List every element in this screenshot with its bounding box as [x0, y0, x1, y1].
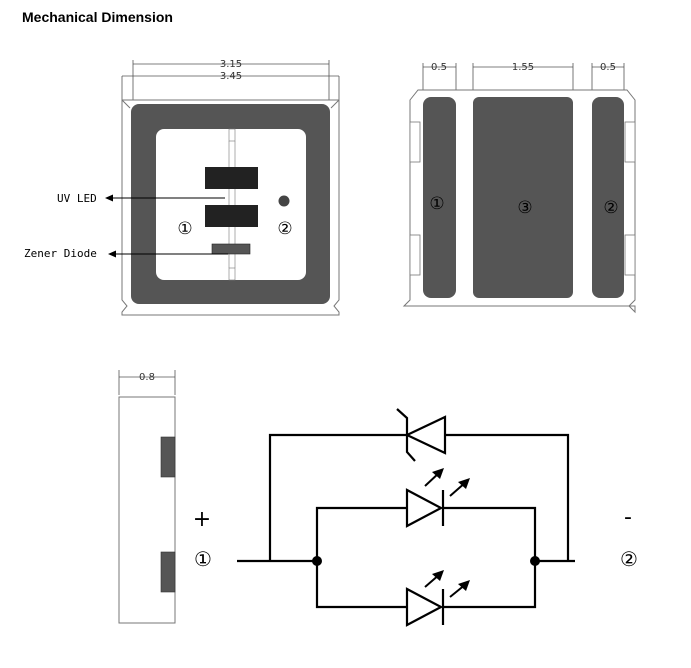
led-chip-1: [205, 167, 258, 189]
zener-diode-symbol: [396, 408, 447, 462]
wire-zener-left: [268, 433, 407, 561]
notch-right-top: [624, 121, 636, 163]
side-view: 0.8: [118, 370, 176, 624]
zener-triangle: [404, 415, 447, 455]
zener-arrowhead: [108, 250, 116, 258]
uv-led-label: UV LED: [57, 192, 97, 205]
led2-ray-2-head: [458, 580, 470, 591]
led-chip-2: [205, 205, 258, 227]
dim-left-label: 0.5: [431, 62, 447, 73]
junction-right: [530, 556, 540, 566]
circuit-schematic: [237, 433, 575, 609]
lead-tab-bottom: [228, 267, 236, 281]
side-lead-bottom: [160, 551, 176, 593]
polarity-dot: [278, 195, 290, 207]
led1-triangle: [405, 488, 444, 528]
led-symbol-1: [405, 468, 470, 528]
side-lead-top: [160, 436, 176, 478]
wire-led2-left: [315, 561, 407, 609]
zener-bar: [396, 408, 416, 462]
dim-center-label: 1.55: [512, 62, 534, 73]
zener-label: Zener Diode: [24, 247, 97, 260]
circuit-pin1-label: ①: [194, 547, 212, 571]
top-pin1-label: ①: [177, 219, 192, 239]
bottom-view: 0.5 1.55 0.5 ① ③ ②: [402, 62, 636, 314]
top-pin2-label: ②: [277, 219, 292, 239]
dim-outer-label: 3.45: [220, 71, 242, 82]
page-title: Mechanical Dimension: [22, 9, 173, 25]
pad1-label: ①: [429, 194, 444, 214]
led1-ray-2-head: [458, 478, 470, 489]
wire-zener-right: [445, 433, 570, 561]
wire-led2-right: [443, 561, 537, 609]
lead-tab-top: [228, 128, 236, 142]
uv-led-arrowhead: [105, 194, 113, 202]
circuit-pin2-label: ②: [620, 547, 638, 571]
led1-ray-1-head: [432, 468, 444, 479]
led-symbol-2: [405, 570, 470, 627]
pad3-label: ③: [517, 198, 532, 218]
minus-label: -: [624, 505, 632, 530]
dim-inner-label: 3.15: [220, 59, 242, 70]
notch-left-top: [409, 121, 421, 163]
junction-left: [312, 556, 322, 566]
wire-led1-right: [443, 506, 537, 561]
package-window: [156, 129, 306, 280]
led2-triangle: [405, 587, 444, 627]
led2-ray-1-head: [432, 570, 444, 581]
plus-label: +: [193, 507, 211, 532]
wire-led1-left: [315, 506, 407, 561]
notch-left-bottom: [409, 234, 421, 276]
pad-3: [473, 97, 573, 298]
pad-2: [592, 97, 624, 298]
zener-chip: [211, 243, 251, 255]
notch-right-bottom: [624, 234, 636, 276]
pad2-label: ②: [603, 198, 618, 218]
dim-right-label: 0.5: [600, 62, 616, 73]
dim-height-label: 0.8: [139, 372, 155, 383]
top-view: 3.15 3.45 ① ② UV LED Zener Diode: [24, 59, 340, 316]
pad-1: [423, 97, 456, 298]
